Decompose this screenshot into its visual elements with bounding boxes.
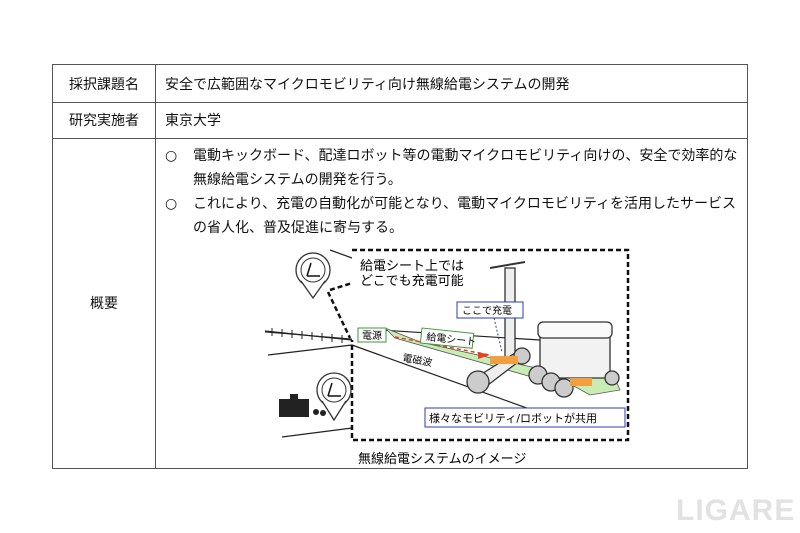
project-title: 安全で広範囲なマイクロモビリティ向け無線給電システムの開発 <box>165 76 570 93</box>
charge-here-label: ここで充電 <box>462 304 512 317</box>
project-table: 採択課題名 安全で広範囲なマイクロモビリティ向け無線給電システムの開発 研究実施… <box>52 64 748 469</box>
building-icon <box>279 394 326 417</box>
row-header: 概要 <box>53 138 156 468</box>
zoom-frame <box>350 248 630 442</box>
bullet-text: これにより、充電の自動化が可能となり、電動マイクロモビリティを活用したサービスの… <box>193 196 737 236</box>
row-header: 研究実施者 <box>53 102 156 138</box>
scooter-pin-icon <box>316 372 352 422</box>
power-source-label-box <box>357 327 387 343</box>
circle-bullet: ○ <box>165 148 178 164</box>
power-sheet-label-box <box>419 327 475 349</box>
power-source-label: 電源 <box>362 329 382 342</box>
bullet-item: ○ これにより、充電の自動化が可能となり、電動マイクロモビリティを活用したサービ… <box>165 192 745 240</box>
row-header: 採択課題名 <box>53 65 156 102</box>
shared-label-box <box>424 407 626 428</box>
em-wave-label: 電磁波 <box>401 351 433 369</box>
delivery-robot-icon <box>528 321 620 398</box>
circle-bullet: ○ <box>165 196 178 212</box>
table-row-researcher: 研究実施者 東京大学 <box>53 102 747 139</box>
bullet-text: 電動キックボード、配達ロボット等の電動マイクロモビリティ向けの、安全で効率的な無… <box>193 148 738 188</box>
summary-bullets: ○ 電動キックボード、配達ロボット等の電動マイクロモビリティ向けの、安全で効率的… <box>165 144 745 240</box>
table-row-title: 採択課題名 安全で広範囲なマイクロモビリティ向け無線給電システムの開発 <box>53 65 747 103</box>
figure-caption: 無線給電システムのイメージ <box>358 451 526 467</box>
em-wave-arrow <box>394 336 491 356</box>
researcher-name: 東京大学 <box>165 113 221 129</box>
zoom-connector <box>326 281 353 339</box>
bullet-item: ○ 電動キックボード、配達ロボット等の電動マイクロモビリティ向けの、安全で効率的… <box>165 144 745 192</box>
shared-label: 様々なモビリティ/ロボットが共用 <box>429 411 597 425</box>
callout-text: 給電シート上では <box>360 259 464 274</box>
table-row-summary: 概要 ○ 電動キックボード、配達ロボット等の電動マイクロモビリティ向けの、安全で… <box>53 138 747 468</box>
scooter-pin-icon <box>295 252 331 300</box>
charge-here-label-box <box>456 301 524 319</box>
fence <box>264 328 353 343</box>
ligare-logo: LIGARE <box>676 494 796 527</box>
callout-text: どこでも充電可能 <box>360 273 464 289</box>
